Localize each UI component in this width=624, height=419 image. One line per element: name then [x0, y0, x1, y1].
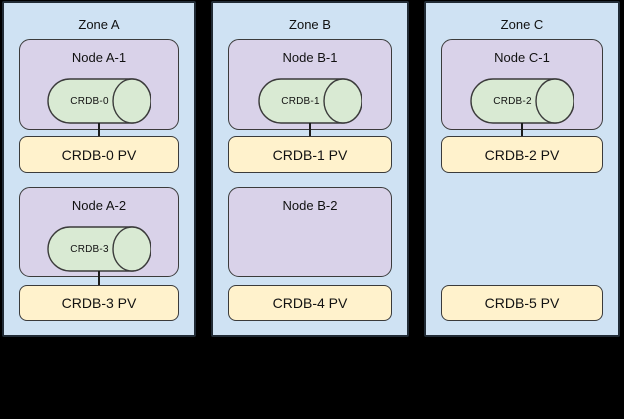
database-cylinder-icon [470, 78, 574, 124]
node-title: Node B-1 [282, 50, 338, 65]
node-title: Node B-2 [282, 198, 338, 213]
crdb-0-pod: CRDB-0 [47, 78, 151, 124]
pv-label: CRDB-3 PV [61, 295, 137, 311]
pod-label: CRDB-1 [281, 95, 320, 107]
node-c-1: Node C-1 CRDB-2 [441, 39, 603, 130]
crdb-5-pv: CRDB-5 PV [441, 285, 603, 321]
pod-pv-connector [98, 123, 100, 137]
pod-pv-connector [521, 123, 523, 137]
zone-c: Zone C Node C-1 CRDB-2 CRDB-2 PV CRDB-5 … [424, 1, 620, 337]
node-b-1: Node B-1 CRDB-1 [228, 39, 392, 130]
crdb-3-pod: CRDB-3 [47, 226, 151, 272]
crdb-2-pv: CRDB-2 PV [441, 136, 603, 173]
crdb-0-pv: CRDB-0 PV [19, 136, 179, 173]
pv-label: CRDB-1 PV [272, 146, 348, 163]
node-a-2: Node A-2 CRDB-3 [19, 187, 179, 277]
zone-a: Zone A Node A-1 CRDB-0 CRDB-0 PV Node A-… [2, 1, 196, 337]
database-cylinder-icon [47, 78, 151, 124]
crdb-3-pv: CRDB-3 PV [19, 285, 179, 321]
pv-label: CRDB-5 PV [484, 295, 560, 311]
crdb-2-pod: CRDB-2 [470, 78, 574, 124]
database-cylinder-icon [47, 226, 151, 272]
database-cylinder-icon [258, 78, 362, 124]
crdb-1-pv: CRDB-1 PV [228, 136, 392, 173]
pod-label: CRDB-0 [70, 95, 109, 107]
pv-label: CRDB-0 PV [61, 146, 137, 163]
zone-title: Zone A [78, 17, 120, 32]
crdb-4-pv: CRDB-4 PV [228, 285, 392, 321]
node-a-1: Node A-1 CRDB-0 [19, 39, 179, 130]
pod-label: CRDB-3 [70, 243, 109, 255]
node-title: Node C-1 [494, 50, 550, 65]
node-title: Node A-1 [71, 50, 127, 65]
pv-label: CRDB-2 PV [484, 146, 560, 163]
pv-label: CRDB-4 PV [272, 295, 348, 311]
zone-b: Zone B Node B-1 CRDB-1 CRDB-1 PV Node B-… [211, 1, 409, 337]
pod-pv-connector [309, 123, 311, 137]
pod-pv-connector [98, 271, 100, 286]
zone-title: Zone B [289, 17, 331, 32]
pod-label: CRDB-2 [493, 95, 532, 107]
node-b-2: Node B-2 [228, 187, 392, 277]
node-title: Node A-2 [71, 198, 127, 213]
crdb-1-pod: CRDB-1 [258, 78, 362, 124]
zone-title: Zone C [500, 17, 544, 32]
